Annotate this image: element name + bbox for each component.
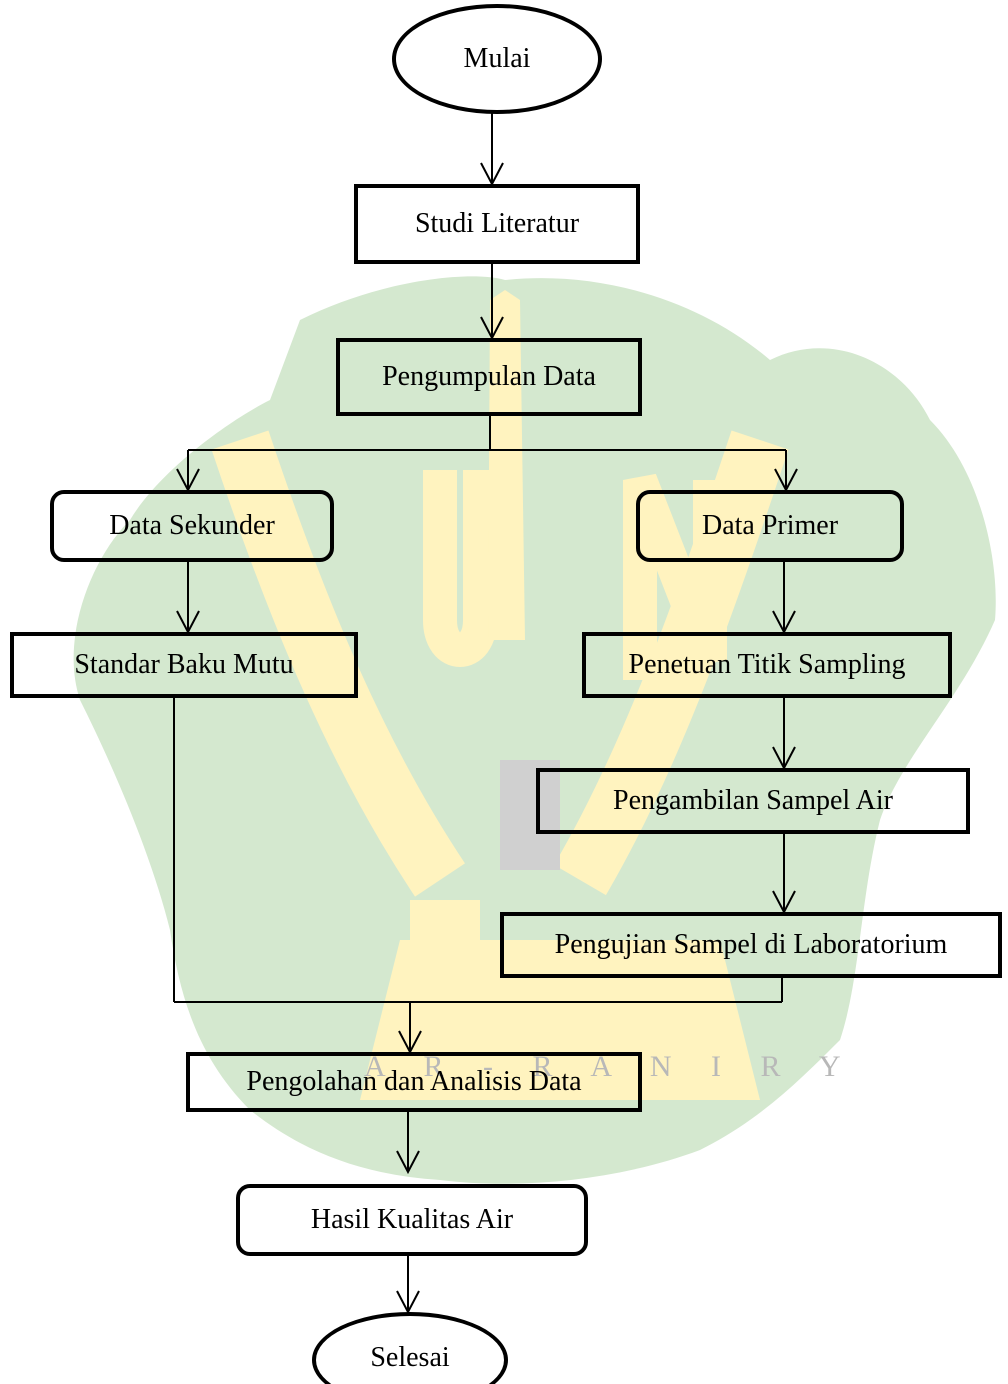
data-collection-box: Pengumpulan Data (336, 338, 642, 416)
lab-testing-box: Pengujian Sampel di Laboratorium (500, 912, 1002, 978)
arrowhead-result (396, 1150, 420, 1175)
start-node: Mulai (392, 4, 602, 114)
watermark-gray-kaaba (500, 760, 560, 870)
water-quality-result-box: Hasil Kualitas Air (236, 1184, 588, 1256)
primary-data-box: Data Primer (636, 490, 904, 562)
sampling-point-box: Penetuan Titik Sampling (582, 632, 952, 698)
secondary-data-box: Data Sekunder (50, 490, 334, 562)
watermark-yellow-step-left (410, 900, 480, 940)
watermark-yellow-n-letter (623, 473, 727, 680)
literature-study-box: Studi Literatur (354, 184, 640, 264)
end-node: Selesai (312, 1312, 508, 1384)
water-sampling-box: Pengambilan Sampel Air (536, 768, 970, 834)
watermark-yellow-u-letter (423, 470, 497, 667)
quality-standard-box: Standar Baku Mutu (10, 632, 358, 698)
watermark-yellow-minaret (488, 290, 525, 640)
watermark-yellow-arc-left (211, 430, 465, 897)
watermark-yellow-base (360, 940, 760, 1100)
data-analysis-box: Pengolahan dan Analisis Data (186, 1052, 642, 1112)
watermark-yellow-arc-right (554, 430, 789, 896)
